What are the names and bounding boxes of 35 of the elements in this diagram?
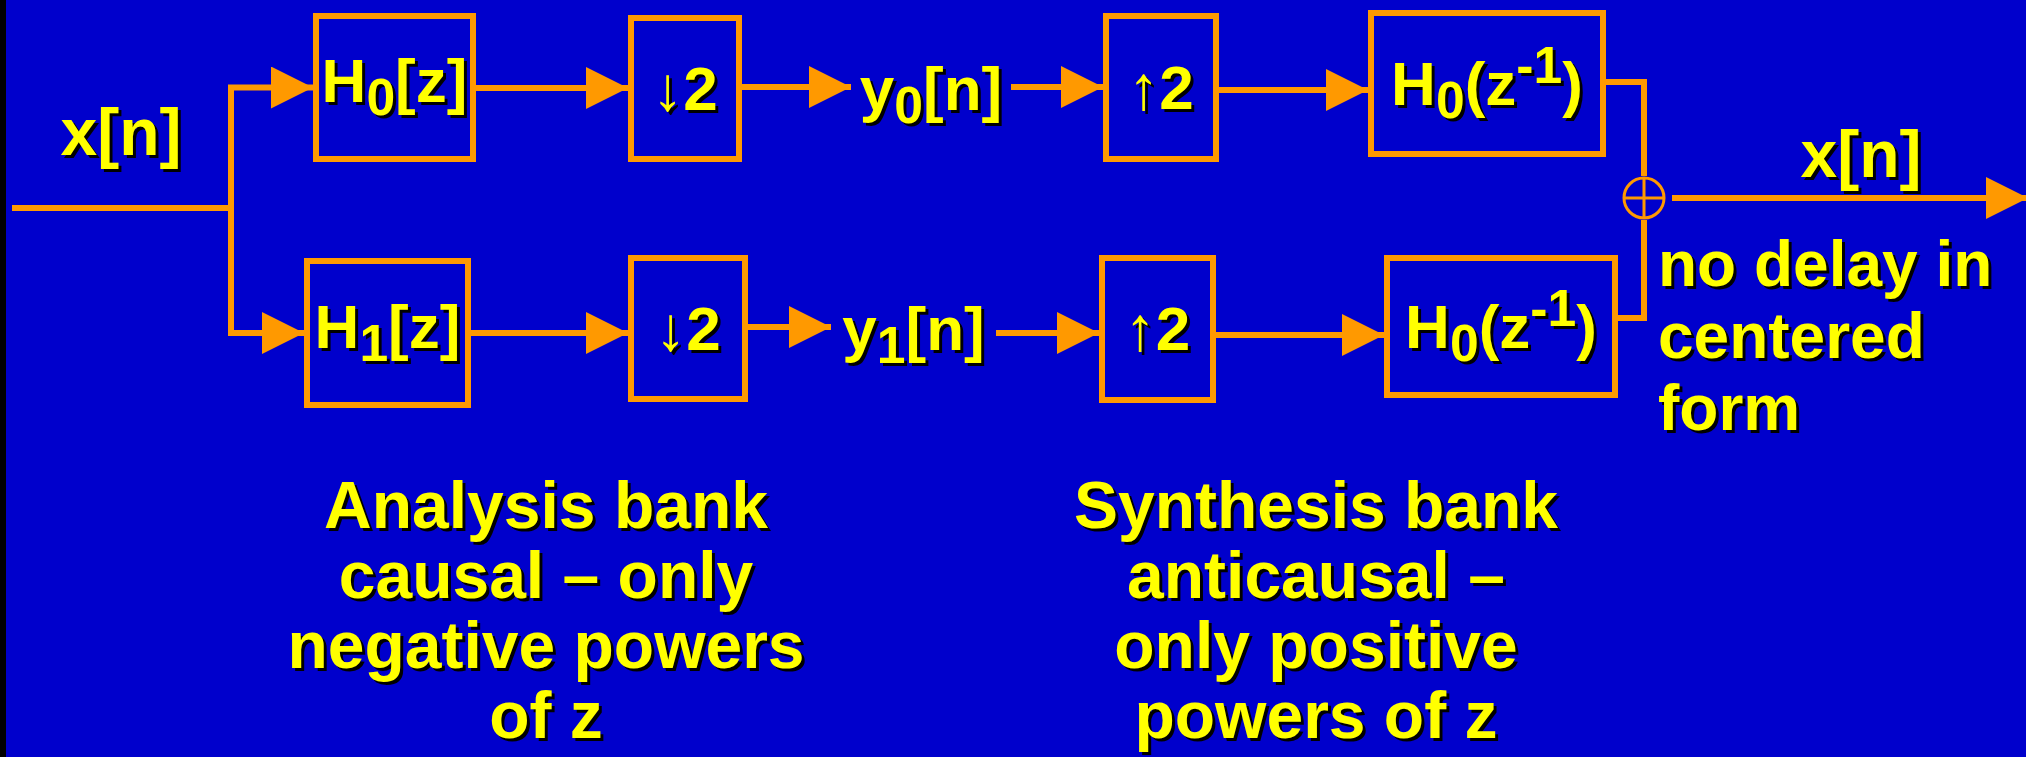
arrow — [1219, 69, 1368, 111]
filter-box — [1099, 255, 1216, 403]
signal-label: x[n] — [1799, 118, 1923, 191]
filter-box — [1384, 255, 1618, 398]
filter-box — [1103, 13, 1219, 162]
block-label: H$_{0}$[z] — [321, 50, 468, 125]
block-label: ↓2 — [655, 297, 721, 360]
filter-box — [313, 13, 476, 162]
block-label: H$_{1}$[z] — [314, 295, 461, 371]
arrow — [1011, 66, 1103, 108]
arrow — [471, 312, 628, 354]
block-label: ↓2 — [652, 57, 718, 120]
block-label: H$_{0}$(z$^{-1}$) — [1391, 40, 1583, 127]
filter-box — [628, 255, 748, 402]
arrow — [476, 67, 628, 109]
arrow — [1216, 314, 1384, 356]
block-label: H$_{0}$(z$^{-1}$) — [1405, 283, 1597, 370]
filter-box — [628, 15, 742, 162]
arrow — [228, 66, 313, 208]
filter-box — [304, 258, 471, 408]
signal-line — [12, 205, 231, 211]
signal-label: y$_{1}$[n] — [842, 297, 985, 373]
arrow — [742, 66, 851, 108]
arrow — [1672, 177, 2026, 219]
signal-label: y$_{0}$[n] — [859, 57, 1003, 133]
block-label: ↑2 — [1124, 298, 1191, 360]
filter-box — [1368, 10, 1606, 157]
note-text: no delay in centered form — [1658, 228, 1994, 444]
arrow — [228, 208, 304, 354]
caption-text: Analysis bank causal – only negative powers of z — [286, 470, 806, 750]
caption-text: Synthesis bank anticausal – only positive powers of z — [1072, 470, 1560, 750]
arrow — [996, 312, 1099, 354]
block-label: ↑2 — [1128, 56, 1194, 119]
signal-label: x[n] — [59, 96, 183, 169]
arrow — [748, 306, 831, 348]
